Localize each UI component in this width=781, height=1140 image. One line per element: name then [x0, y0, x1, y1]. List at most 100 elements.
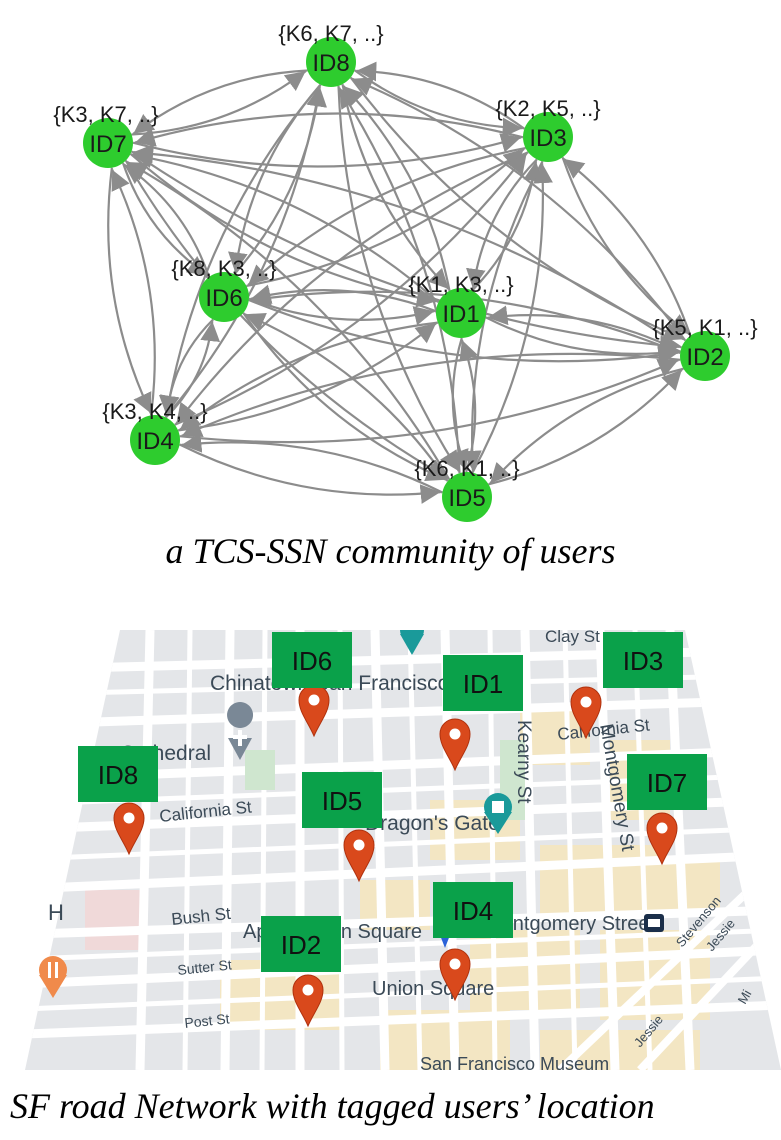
community-graph-panel: ID8 {K6, K7, ..} ID7 {K3, K7, ..} ID3 {K2, K5… [53, 21, 758, 522]
street-label: Post St [184, 1010, 231, 1031]
user-location-tag: ID3 [603, 632, 683, 688]
graph-edge [174, 152, 528, 426]
street-label: Kearny St [513, 720, 534, 804]
sf-road-map: Clay St Chinatown San Francisco Kearny S… [25, 618, 781, 1074]
tag-id-label: ID7 [647, 768, 687, 798]
graph-edge [133, 143, 683, 349]
graph-edge [247, 147, 526, 286]
graph-edge [244, 312, 449, 482]
node-id-label: ID3 [529, 125, 566, 152]
landmark-icon [484, 793, 512, 834]
graph-edge [124, 160, 449, 479]
graph-edge [107, 167, 152, 414]
graph-edge [242, 312, 447, 482]
street-label: Sutter St [177, 956, 233, 978]
graph-edge [351, 77, 687, 342]
graph-edge [165, 321, 221, 419]
location-pin-icon [343, 829, 375, 883]
user-location-tag: ID7 [627, 754, 707, 810]
graph-edge [342, 85, 451, 292]
graph-edge [485, 316, 679, 364]
graph-edge [130, 150, 680, 356]
graph-edge [459, 339, 479, 473]
graph-edge [126, 161, 451, 480]
street-label: Clay St [545, 630, 600, 646]
graph-edge [181, 433, 443, 494]
graph-edge [181, 352, 681, 438]
graph-node [199, 272, 249, 322]
node-id-label: ID6 [205, 285, 242, 312]
place-label: Union Square [372, 978, 494, 1000]
location-pin-icon [292, 974, 324, 1028]
node-keywords-label: {K3, K7, ..} [53, 102, 158, 127]
node-keywords-label: {K2, K5, ..} [495, 96, 600, 121]
tag-id-label: ID1 [463, 669, 503, 699]
graph-edge [487, 305, 681, 353]
node-id-label: ID5 [448, 485, 485, 512]
node-keywords-label: {K6, K7, ..} [278, 21, 383, 46]
graph-edge [134, 112, 524, 147]
place-label: Dragon's Gate [365, 812, 500, 835]
tag-id-label: ID2 [281, 930, 321, 960]
map-panel: Clay St Chinatown San Francisco Kearny S… [0, 618, 781, 1074]
graph-node [442, 472, 492, 522]
graph-edge [164, 86, 327, 419]
graph-node [680, 331, 730, 381]
tag-id-label: ID3 [623, 646, 663, 676]
graph-edge [179, 321, 439, 431]
location-pin-icon [439, 718, 471, 772]
tag-id-label: ID6 [292, 646, 332, 676]
graph-node [436, 288, 486, 338]
location-pin-icon [113, 802, 145, 856]
tag-id-label: ID5 [322, 786, 362, 816]
graph-edge [462, 160, 544, 471]
graph-edge [471, 161, 543, 292]
node-id-label: ID2 [686, 344, 723, 371]
graph-caption: a TCS-SSN community of users [165, 531, 616, 571]
street-label: H [48, 900, 64, 925]
node-keywords-label: {K6, K1, ..} [414, 456, 519, 481]
location-pin-icon [646, 812, 678, 866]
user-location-tag: ID5 [302, 772, 382, 828]
graph-edge [250, 284, 437, 313]
edge-layer [107, 61, 692, 504]
node-id-label: ID4 [136, 428, 173, 455]
graph-node [130, 415, 180, 465]
graph-edge [489, 367, 684, 484]
graph-node [306, 37, 356, 87]
graph-edge [338, 87, 461, 474]
graph-edge [179, 443, 441, 504]
graph-node [523, 112, 573, 162]
graph-edge [175, 151, 529, 425]
user-location-tag: ID8 [78, 746, 158, 802]
user-location-tag: ID4 [433, 882, 513, 938]
location-pin-icon [570, 686, 602, 740]
restaurant-icon [39, 956, 67, 998]
graph-node [83, 118, 133, 168]
user-location-tag: ID2 [261, 916, 341, 972]
node-id-label: ID8 [312, 50, 349, 77]
graph-edge [356, 61, 526, 130]
tag-id-label: ID8 [98, 760, 138, 790]
graph-edge [179, 358, 679, 444]
tag-id-label: ID4 [453, 896, 493, 926]
bart-icon [644, 914, 664, 932]
graph-edge [132, 148, 440, 304]
street-label: Mi [735, 987, 755, 1006]
graph-edge [471, 163, 553, 474]
node-keywords-label: {K1, K3, ..} [408, 272, 513, 297]
node-id-label: ID7 [89, 131, 126, 158]
cathedral-icon [227, 702, 254, 760]
community-graph: ID8 {K6, K7, ..} ID7 {K3, K7, ..} ID3 {K2, K5… [53, 21, 758, 522]
graph-edge [561, 156, 690, 335]
graph-edge [132, 133, 522, 168]
graph-edge [563, 158, 692, 337]
user-location-tag: ID1 [443, 655, 523, 711]
graph-edge [111, 169, 156, 416]
pin-layer [113, 684, 678, 1028]
node-layer: ID8 {K6, K7, ..} ID7 {K3, K7, ..} ID3 {K2, K5… [53, 21, 758, 522]
user-location-tag: ID6 [272, 632, 352, 688]
node-keywords-label: {K8, K3, ..} [171, 256, 276, 281]
station-label: Montgomery Street [485, 913, 656, 935]
